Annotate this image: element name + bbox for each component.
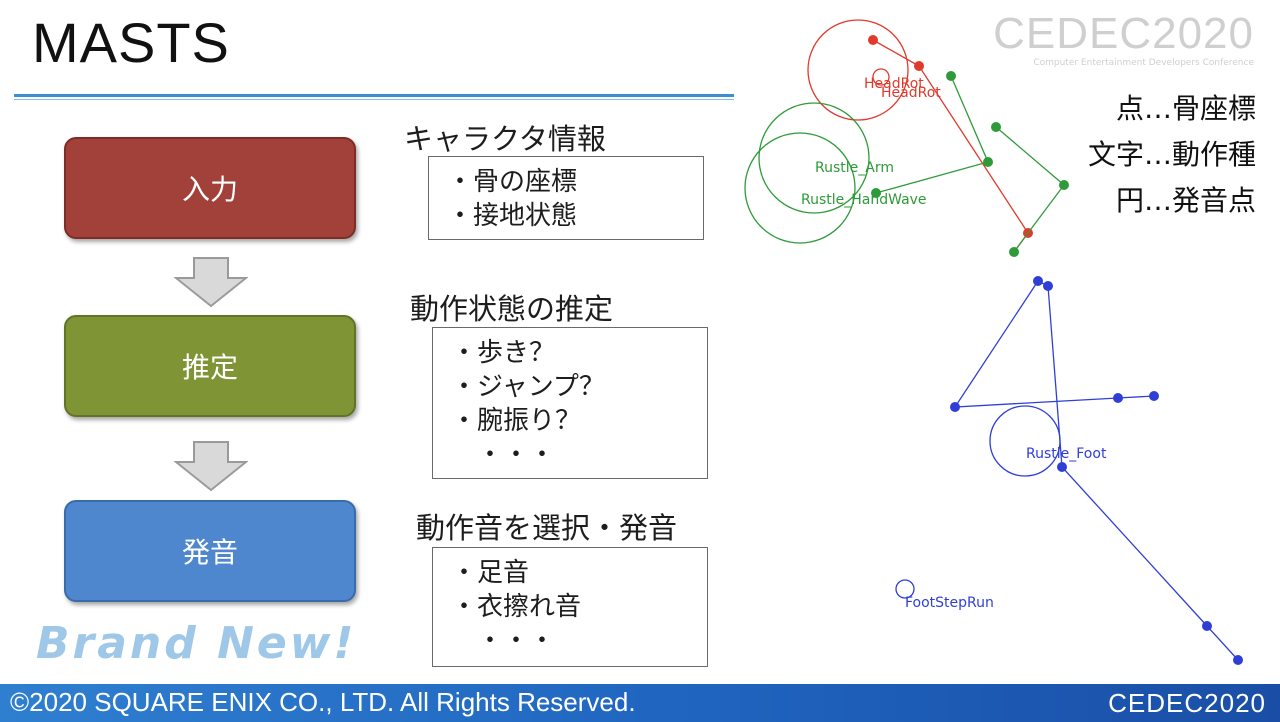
bone-point [983, 157, 993, 167]
bone-point [991, 122, 1001, 132]
bone-line-leg-right [1037, 280, 1239, 661]
legend-circles: 円…発音点 [1115, 184, 1256, 217]
bone-point [1009, 247, 1019, 257]
list-item: ・骨の座標 [447, 167, 578, 197]
bone-point [1233, 655, 1243, 665]
bone-point [1202, 621, 1212, 631]
stage-sound: 発音 [64, 500, 356, 602]
label-footstep-run: FootStepRun [905, 595, 994, 611]
sound-circle-head [807, 19, 909, 121]
bone-visualization: HeadRot HeadRot Rustle_Arm Rustle_HandWa… [744, 19, 1243, 665]
footer-bar: ©2020 SQUARE ENIX CO., LTD. All Rights R… [0, 684, 1280, 722]
down-arrow-icon [174, 441, 248, 492]
legend-points: 点…骨座標 [1115, 92, 1256, 125]
bone-point [868, 35, 878, 45]
arm-group [744, 75, 1065, 253]
sound-circle-arm [758, 102, 870, 214]
head-group [807, 19, 1029, 253]
bone-point [1113, 393, 1123, 403]
section-title-sound-selection: 動作音を選択・発音 [416, 511, 678, 545]
bone-point [914, 61, 924, 71]
bone-line-leg-left [953, 280, 1155, 408]
sound-circle-handwave [744, 132, 856, 244]
label-rustle-arm: Rustle_Arm [815, 160, 894, 176]
slide-title: MASTS [32, 11, 230, 74]
bone-point [950, 402, 960, 412]
brand-new-logo: Brand New! [36, 618, 357, 669]
title-underline [14, 94, 734, 100]
list-item: ・足音 [451, 558, 530, 588]
detail-box-motion-estimation: ・歩き？ ・ジャンプ？ ・腕振り？ ・・・ [432, 327, 708, 479]
bone-point [1033, 276, 1043, 286]
detail-box-character-info: ・骨の座標 ・接地状態 [428, 156, 704, 240]
label-rustle-handwave: Rustle_HandWave [801, 192, 927, 208]
sound-circle-head-small [872, 68, 890, 86]
list-item: ・接地状態 [447, 201, 578, 231]
list-item: ・・・ [451, 626, 556, 656]
footer-copyright: ©2020 SQUARE ENIX CO., LTD. All Rights R… [10, 687, 636, 717]
arm-points [871, 71, 1069, 257]
cedec-logo-text: CEDEC2020 [993, 9, 1254, 58]
leg-points [950, 276, 1243, 665]
bone-point [1057, 462, 1067, 472]
cedec-logo: CEDEC2020 Computer Entertainment Develop… [993, 9, 1254, 69]
list-item: ・衣擦れ音 [451, 592, 582, 622]
stage-estimation: 推定 [64, 315, 356, 417]
bone-line-arm-right [995, 126, 1065, 253]
bone-point [946, 71, 956, 81]
section-title-character-info: キャラクタ情報 [404, 122, 606, 156]
bone-point [1043, 281, 1053, 291]
list-item: ・腕振り？ [451, 406, 582, 436]
bone-point [871, 188, 881, 198]
cedec-logo-subtitle: Computer Entertainment Developers Confer… [1033, 58, 1254, 68]
section-title-motion-estimation: 動作状態の推定 [410, 292, 614, 326]
sound-circle-footstep [895, 579, 915, 599]
label-rustle-foot: Rustle_Foot [1026, 446, 1107, 462]
list-item: ・ジャンプ？ [451, 372, 605, 402]
sound-circle-foot [989, 405, 1061, 477]
bone-point [1149, 391, 1159, 401]
footer-cedec-logo: CEDEC2020 [1108, 688, 1266, 718]
bone-point [1059, 180, 1069, 190]
stage-input: 入力 [64, 137, 356, 239]
legend: 点…骨座標 文字…動作種 円…発音点 [1088, 86, 1256, 224]
down-arrow-icon [174, 257, 248, 308]
label-headrot: HeadRot [864, 76, 924, 92]
list-item: ・・・ [451, 440, 556, 470]
detail-box-sound-selection: ・足音 ・衣擦れ音 ・・・ [432, 547, 708, 667]
list-item: ・歩き？ [451, 338, 556, 368]
legend-text: 文字…動作種 [1087, 138, 1256, 171]
label-headrot: HeadRot [881, 85, 941, 101]
